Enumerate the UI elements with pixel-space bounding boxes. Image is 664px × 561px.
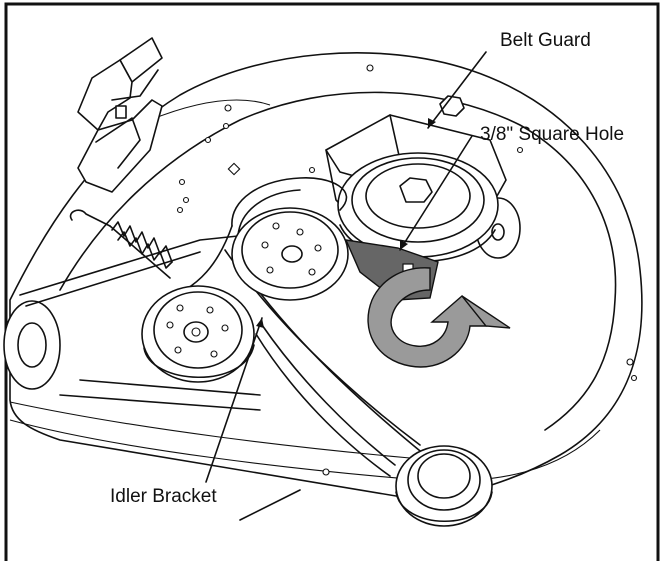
idler-bracket-label: Idler Bracket xyxy=(110,486,217,507)
spindle-pulley-right xyxy=(395,445,493,527)
figure-frame xyxy=(4,2,660,561)
guard-bolt xyxy=(439,95,465,117)
leader-lines xyxy=(205,51,487,521)
discharge-bracket xyxy=(77,37,163,193)
belt-guard-label: Belt Guard xyxy=(500,30,591,51)
drive-pulley xyxy=(337,152,499,263)
square-hole-label: 3/8" Square Hole xyxy=(480,124,624,145)
idler-pulley xyxy=(141,285,255,383)
center-pulley xyxy=(231,207,349,301)
drive-belt xyxy=(19,177,426,477)
tension-spring xyxy=(69,209,173,279)
rotation-arrow-icon xyxy=(367,267,511,368)
